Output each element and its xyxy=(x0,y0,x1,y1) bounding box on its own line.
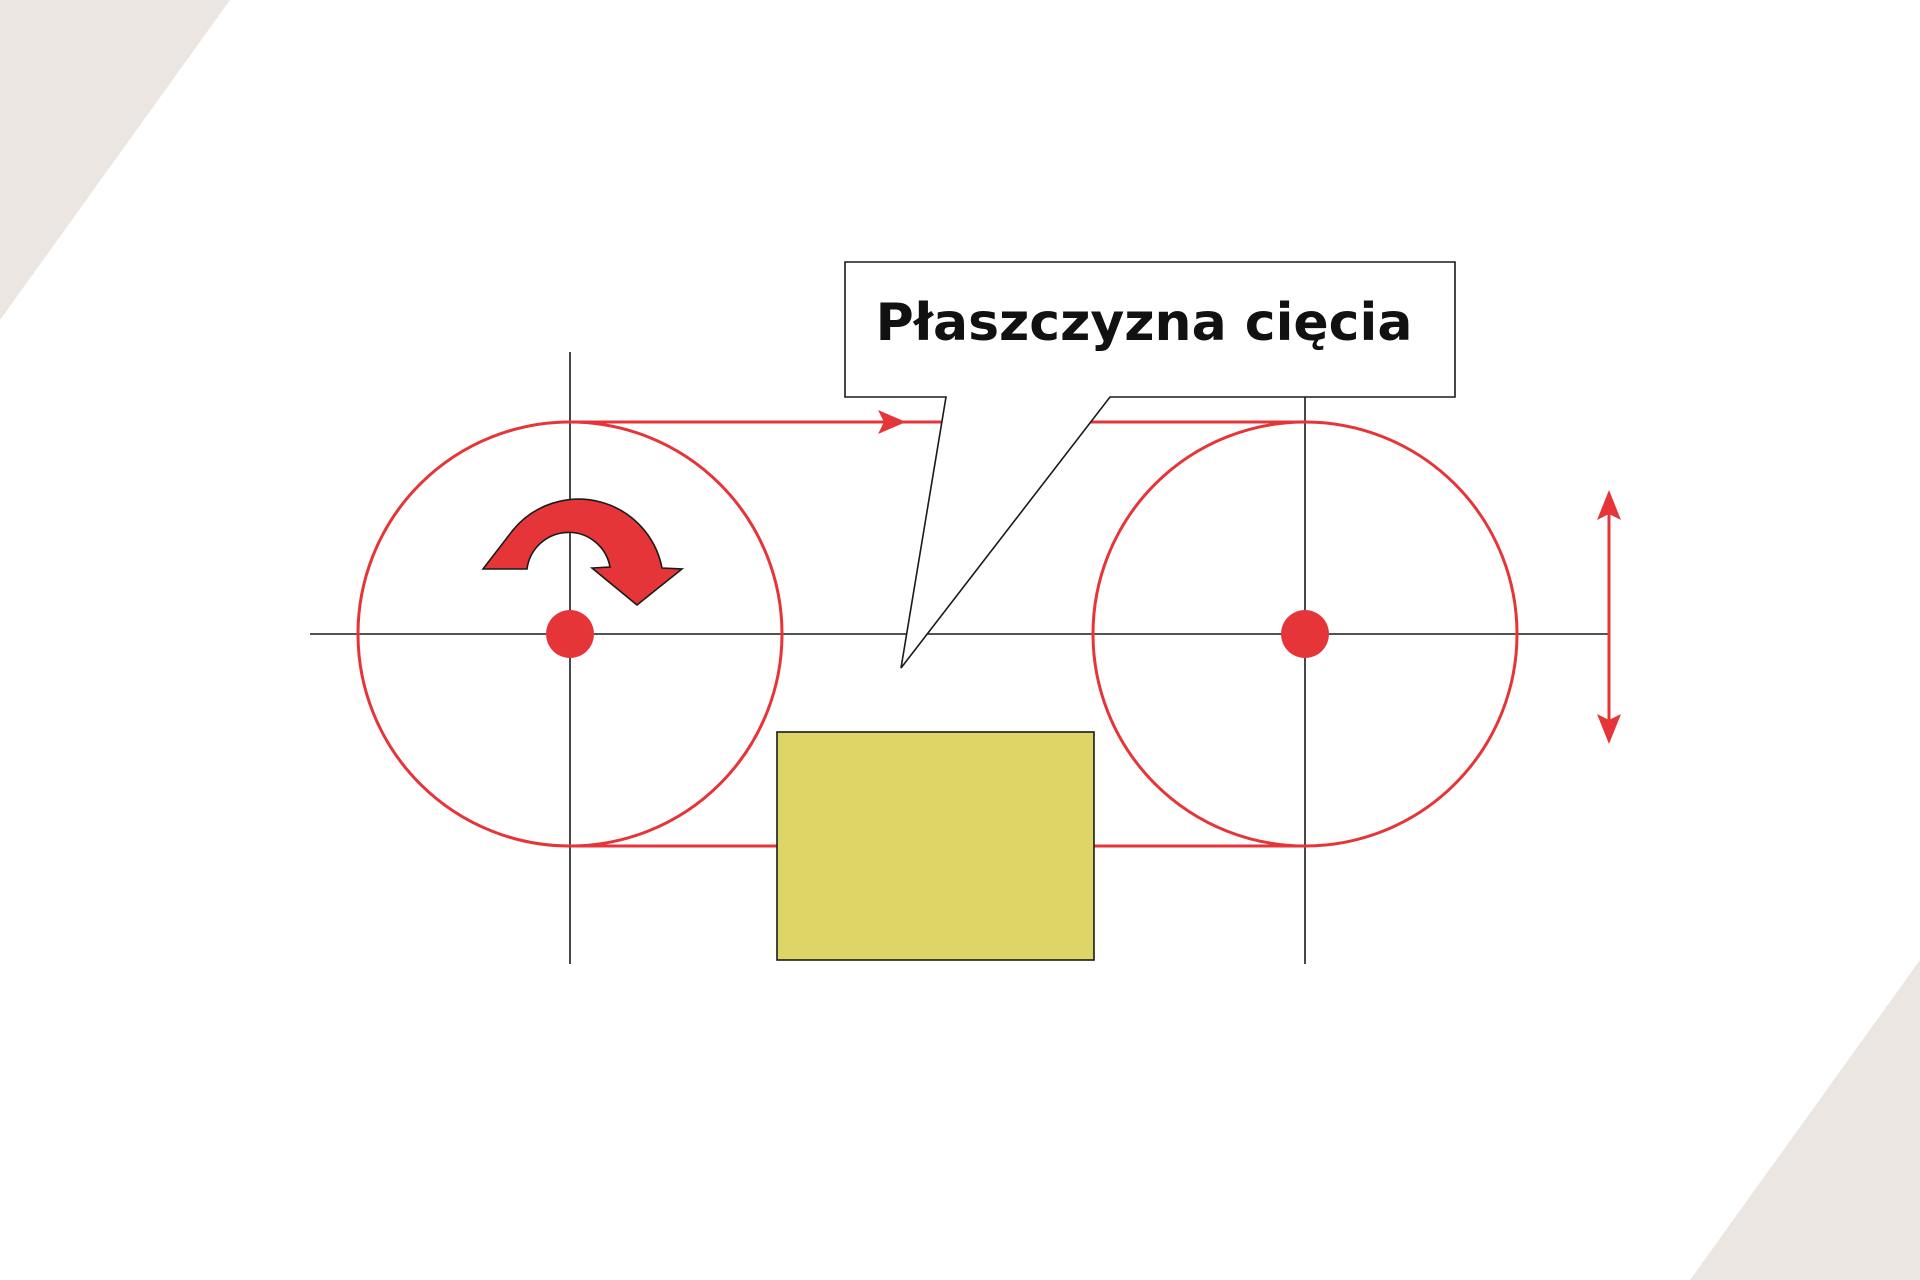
right-wheel-hub xyxy=(1281,610,1329,658)
corner-decoration-bottom-right xyxy=(1690,960,1920,1280)
curved-arrow-clockwise-icon xyxy=(481,498,685,607)
workpiece xyxy=(776,731,1095,961)
callout-label: Płaszczyzna cięcia xyxy=(876,293,1413,353)
callout-bubble xyxy=(844,261,1456,669)
left-wheel-hub xyxy=(546,610,594,658)
arrow-right-icon xyxy=(878,410,906,434)
double-arrow-vertical-icon xyxy=(1597,490,1621,744)
corner-decoration-top-left xyxy=(0,0,230,320)
